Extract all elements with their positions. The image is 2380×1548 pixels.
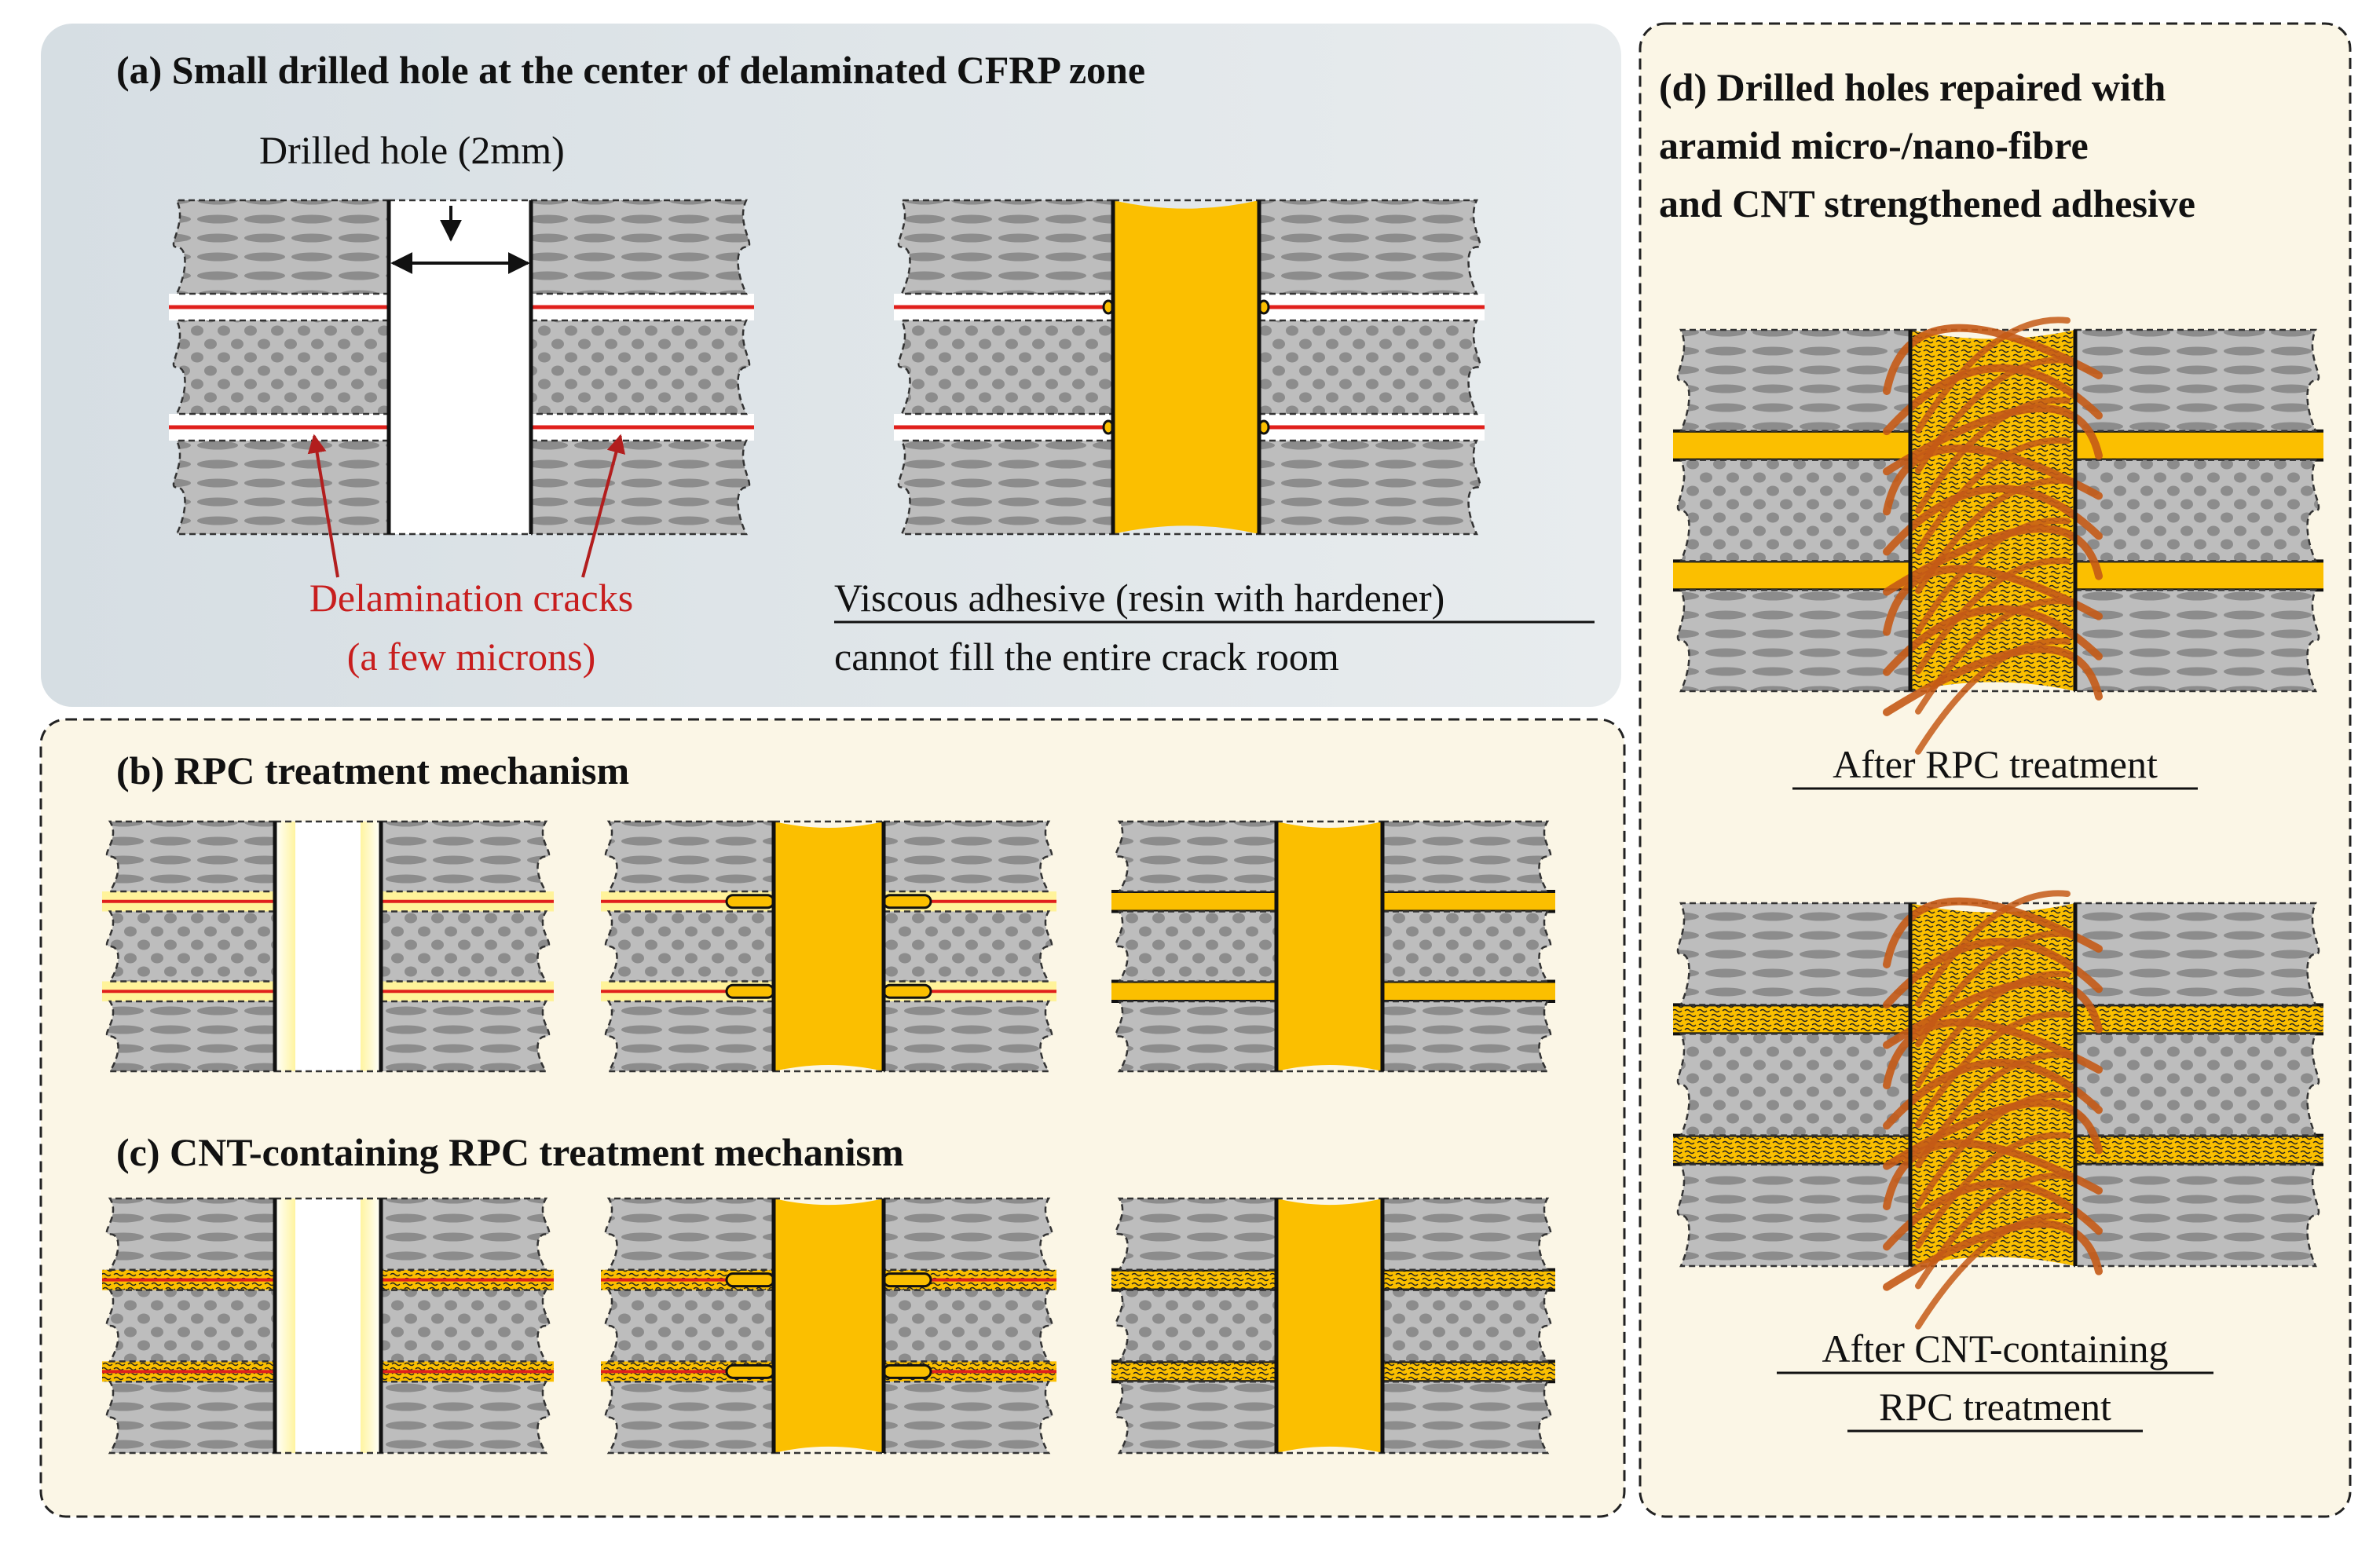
laminate-block-left: [1676, 902, 1913, 1006]
laminate-block-left: [1676, 1163, 1913, 1268]
laminate-block-left: [604, 1381, 776, 1455]
laminate-block-left: [1676, 588, 1913, 693]
delamination-label-line1: Delamination cracks: [309, 576, 633, 620]
laminate-block-left: [172, 439, 391, 536]
laminate-block-left: [604, 1197, 776, 1271]
laminate-block-left: [105, 1000, 277, 1073]
laminate-block-left: [897, 439, 1115, 536]
laminate-block-right: [2073, 902, 2320, 1006]
panel-b-step-3: [1111, 820, 1555, 1073]
laminate-block-right: [881, 1197, 1053, 1271]
laminate-block-right: [529, 199, 751, 295]
laminate-block-right: [881, 1289, 1053, 1363]
panel-d-after-rpc: [1673, 317, 2323, 755]
laminate-block-right: [1380, 910, 1552, 983]
laminate-block-right: [1257, 319, 1481, 415]
laminate-block-left: [1115, 1289, 1279, 1363]
laminate-block-left: [1676, 328, 1913, 433]
laminate-block-left: [172, 319, 391, 415]
panel-b-step-2: [601, 820, 1056, 1073]
laminate-block-right: [379, 1381, 551, 1455]
panel-a-open-hole: [169, 199, 754, 536]
laminate-block-left: [604, 820, 776, 893]
laminate-block-right: [379, 1000, 551, 1073]
panel-c-title: (c) CNT-containing RPC treatment mechani…: [116, 1130, 904, 1174]
laminate-block-right: [379, 910, 551, 983]
panel-a-title: (a) Small drilled hole at the center of …: [116, 48, 1145, 92]
panel-c-step-3: [1111, 1197, 1555, 1455]
laminate-block-left: [1676, 1033, 1913, 1136]
caption-after-cnt-line2: RPC treatment: [1879, 1385, 2111, 1429]
panel-d-title-line3: and CNT strengthened adhesive: [1659, 181, 2195, 225]
panel-a-adhesive-hole: [894, 199, 1485, 536]
laminate-block-left: [604, 910, 776, 983]
crack-pointer-left: [307, 434, 339, 578]
laminate-block-right: [1380, 820, 1552, 893]
laminate-block-right: [379, 820, 551, 893]
panel-b-title: (b) RPC treatment mechanism: [116, 748, 629, 792]
laminate-block-right: [881, 910, 1053, 983]
laminate-block-right: [1257, 199, 1481, 295]
caption-after-rpc: After RPC treatment: [1833, 742, 2158, 786]
laminate-block-left: [1115, 1000, 1279, 1073]
laminate-block-right: [1380, 1289, 1552, 1363]
laminate-block-left: [1115, 910, 1279, 983]
laminate-block-right: [1257, 439, 1481, 536]
drilled-hole-label: Drilled hole (2mm): [259, 128, 565, 172]
panel-d-title-line2: aramid micro-/nano-fibre: [1659, 123, 2089, 167]
laminate-block-left: [897, 319, 1115, 415]
laminate-block-right: [2073, 1033, 2320, 1136]
laminate-block-right: [1380, 1000, 1552, 1073]
panel-c-step-1: [102, 1197, 554, 1455]
laminate-block-left: [1676, 459, 1913, 562]
laminate-block-right: [529, 319, 751, 415]
laminate-block-right: [881, 820, 1053, 893]
laminate-block-right: [2073, 328, 2320, 433]
laminate-block-left: [1115, 1197, 1279, 1271]
laminate-block-right: [881, 1000, 1053, 1073]
crack-pointer-right: [581, 434, 626, 578]
laminate-block-left: [897, 199, 1115, 295]
laminate-block-right: [379, 1197, 551, 1271]
laminate-block-left: [1115, 820, 1279, 893]
laminate-block-right: [529, 439, 751, 536]
laminate-block-left: [105, 910, 277, 983]
adhesive-label-line1: Viscous adhesive (resin with hardener): [834, 576, 1444, 620]
panel-a-background: [41, 24, 1621, 707]
laminate-block-right: [2073, 459, 2320, 562]
laminate-block-right: [2073, 1163, 2320, 1268]
laminate-block-left: [105, 1381, 277, 1455]
laminate-block-left: [604, 1289, 776, 1363]
laminate-block-left: [172, 199, 391, 295]
panel-c-step-2: [601, 1197, 1056, 1455]
laminate-block-left: [105, 820, 277, 893]
adhesive-label-line2: cannot fill the entire crack room: [834, 635, 1339, 679]
laminate-units: [102, 199, 2323, 1455]
aramid-fibres: [1883, 317, 2103, 755]
delamination-label-line2: (a few microns): [347, 635, 596, 679]
panel-d-title-line1: (d) Drilled holes repaired with: [1659, 65, 2166, 109]
laminate-block-right: [2073, 588, 2320, 693]
laminate-block-right: [1380, 1197, 1552, 1271]
laminate-block-left: [1115, 1381, 1279, 1455]
panel-b-step-1: [102, 820, 554, 1073]
aramid-fibres: [1883, 890, 2103, 1330]
caption-after-cnt-line1: After CNT-containing: [1822, 1327, 2168, 1371]
laminate-block-right: [379, 1289, 551, 1363]
laminate-block-left: [604, 1000, 776, 1073]
laminate-block-left: [105, 1289, 277, 1363]
panel-d-after-cnt-rpc: [1673, 890, 2323, 1330]
laminate-block-right: [1380, 1381, 1552, 1455]
laminate-block-right: [881, 1381, 1053, 1455]
laminate-block-left: [105, 1197, 277, 1271]
